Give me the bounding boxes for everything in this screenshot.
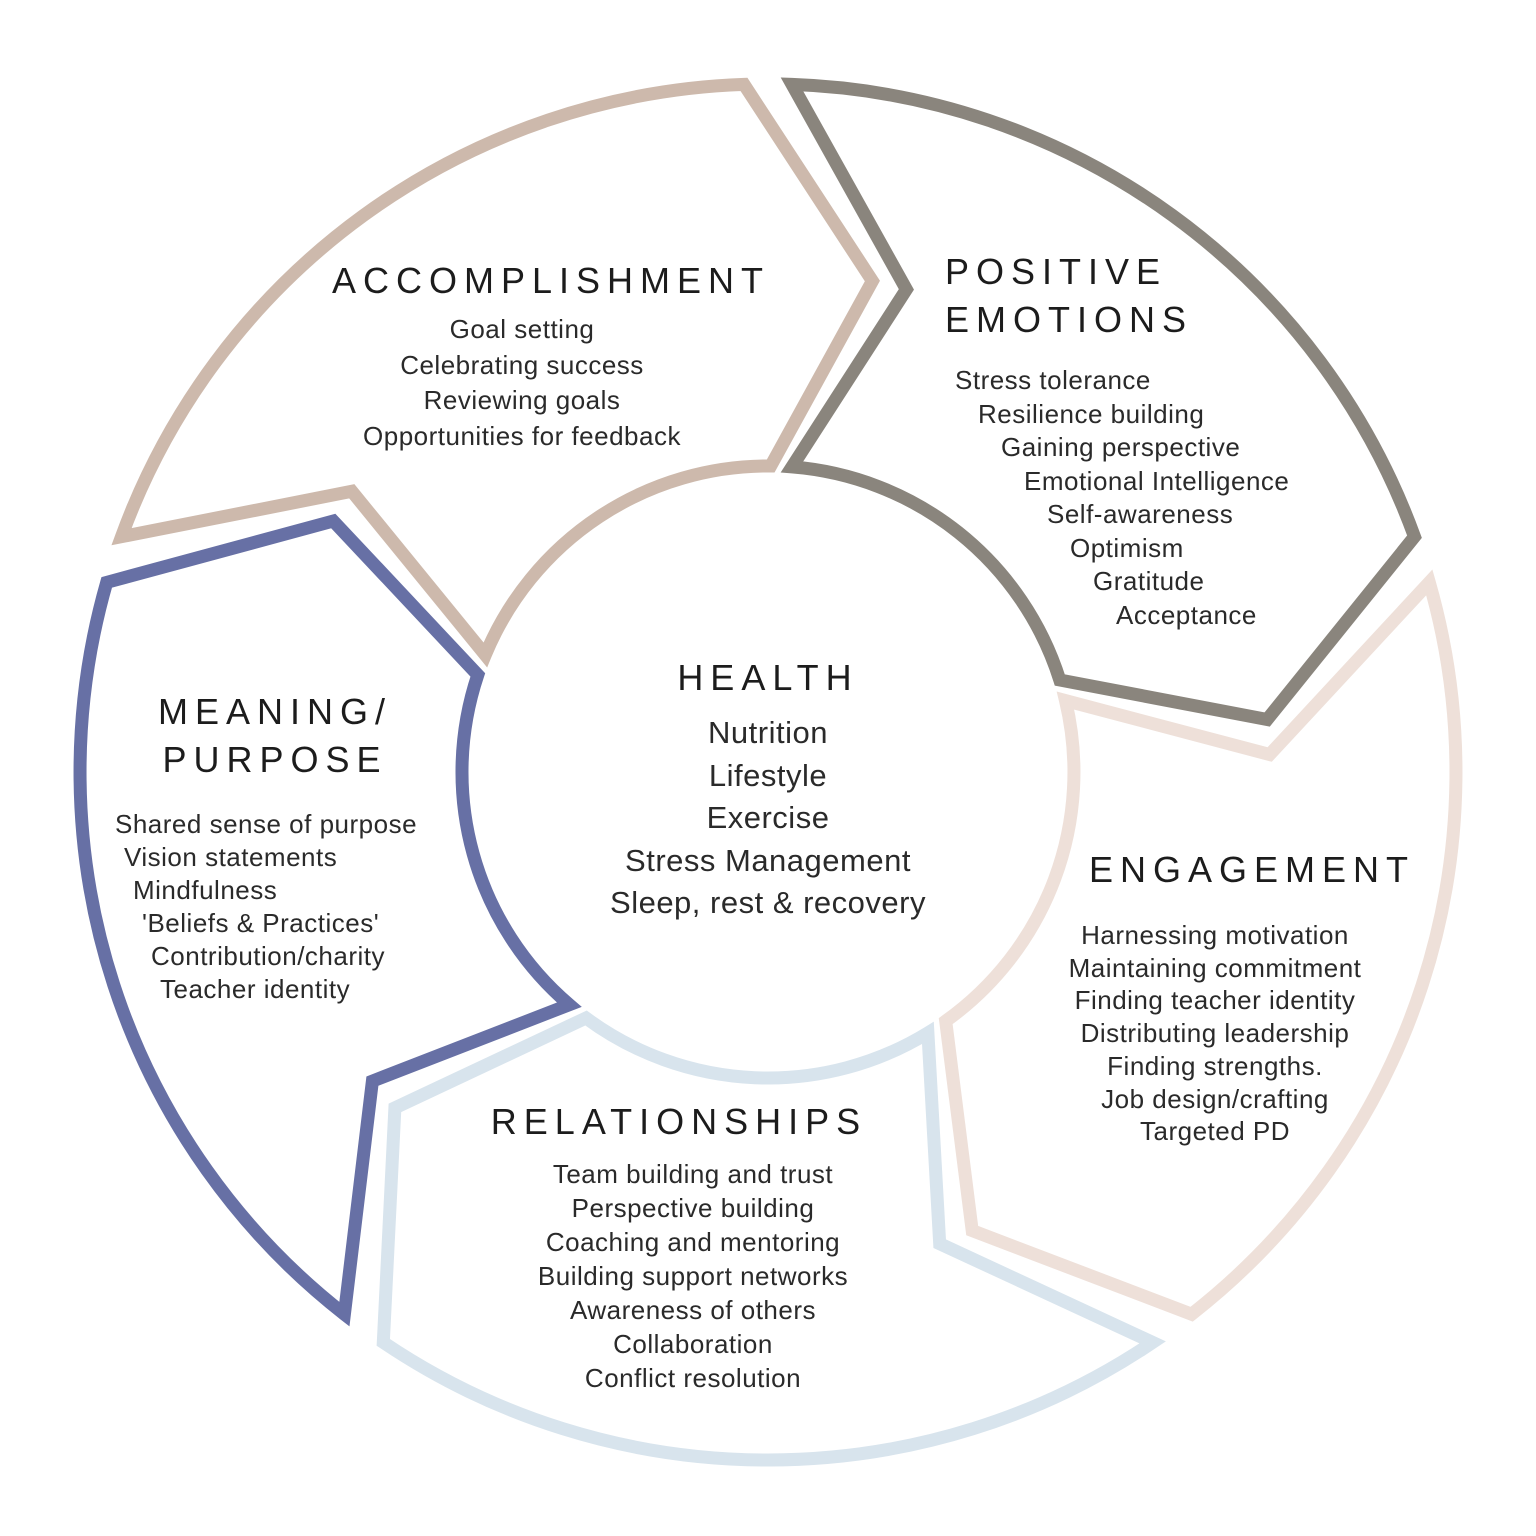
item-line: Nutrition [708, 715, 828, 750]
segment-positive-emotions-title: POSITIVE EMOTIONS [945, 248, 1525, 344]
item-line: Acceptance [1116, 599, 1257, 630]
item-line: Finding strengths. [1107, 1050, 1323, 1081]
item-line: Building support networks [537, 1261, 849, 1291]
segment-meaning-purpose-shape [73, 513, 582, 1327]
heading-line: EMOTIONS [945, 299, 1194, 340]
item-line: Gratitude [1093, 566, 1205, 596]
heading-line: ENGAGEMENT [1088, 849, 1416, 890]
item-line: Mindfulness [133, 875, 278, 905]
segment-accomplishment-shape [111, 77, 880, 668]
item-line: Targeted PD [1139, 1116, 1291, 1147]
item-line: Gaining perspective [1001, 432, 1241, 462]
segment-engagement-title: ENGAGEMENT [952, 848, 1536, 892]
item-line: Self-awareness [1047, 499, 1234, 529]
item-line: Shared sense of purpose [115, 809, 418, 839]
item-line: Goal setting [449, 314, 595, 344]
item-line: Maintaining commitment [1068, 952, 1362, 983]
heading-line: MEANING/ [157, 691, 392, 732]
segment-relationships-title: RELATIONSHIPS [379, 1100, 979, 1144]
item-line: Coaching and mentoring [545, 1227, 841, 1257]
heading-line: ACCOMPLISHMENT [331, 260, 771, 301]
item-line: Vision statements [124, 842, 338, 872]
segment-relationships-shape [376, 1010, 1166, 1467]
item-line: Harnessing motivation [1081, 920, 1349, 950]
item-line: Stress tolerance [955, 365, 1151, 395]
item-line: Finding teacher identity [1074, 985, 1356, 1016]
item-line: Conflict resolution [584, 1363, 802, 1393]
item-line: Distributing leadership [1080, 1018, 1350, 1049]
item-line: Sleep, rest & recovery [610, 885, 926, 920]
item-line: Job design/crafting [1101, 1083, 1329, 1114]
item-line: Exercise [706, 800, 830, 835]
item-line: Perspective building [571, 1193, 815, 1223]
heading-line: PURPOSE [162, 739, 388, 780]
segment-meaning-purpose-title: MEANING/PURPOSE [95, 688, 455, 784]
item-line: Lifestyle [708, 757, 828, 793]
item-line: Optimism [1070, 532, 1184, 563]
segment-engagement-shape [938, 569, 1463, 1322]
segment-accomplishment-title: ACCOMPLISHMENT [251, 259, 851, 303]
item-line: Opportunities for feedback [363, 420, 681, 451]
item-line: Awareness of others [569, 1295, 817, 1325]
item-line: Team building and trust [552, 1159, 834, 1189]
item-line: Emotional Intelligence [1024, 465, 1290, 496]
item-line: Contribution/charity [151, 941, 385, 971]
item-line: Collaboration [613, 1329, 773, 1359]
item-line: Celebrating success [400, 349, 644, 380]
item-line: Reviewing goals [423, 385, 621, 415]
center-health-title: HEALTH [677, 657, 859, 698]
item-line: Resilience building [978, 398, 1205, 429]
item-line: Stress Management [625, 842, 911, 878]
item-line: Teacher identity [160, 974, 351, 1004]
segment-positive-emotions-shape [780, 77, 1422, 727]
heading-line: POSITIVE [945, 251, 1168, 292]
item-line: 'Beliefs & Practices' [142, 908, 380, 938]
heading-line: RELATIONSHIPS [490, 1101, 868, 1142]
